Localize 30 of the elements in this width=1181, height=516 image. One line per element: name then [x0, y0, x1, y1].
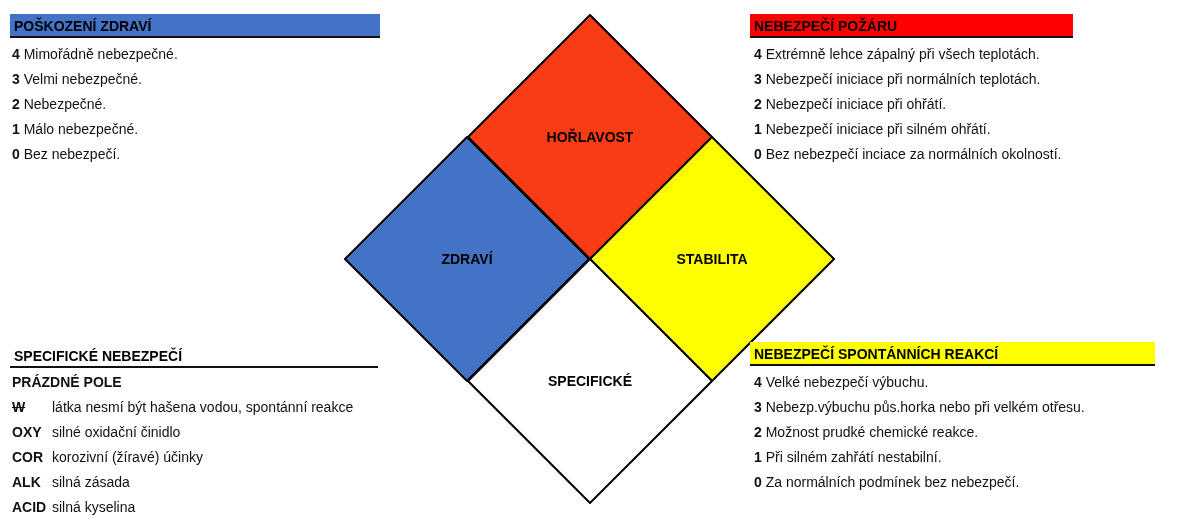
hazard-code: ALK — [12, 473, 41, 491]
rating-description: 1 Málo nebezpečné. — [12, 120, 139, 138]
rating-description: 0 Bez nebezpečí inciace za normálních okolností. — [754, 145, 1062, 163]
hazard-code: ACID — [12, 498, 47, 516]
rating-description: 2 Nebezpečí iniciace při ohřátí. — [754, 95, 947, 113]
rating-description: 4 Extrémně lehce zápalný při všech teplotách. — [754, 45, 1040, 63]
rating-description: 1 Nebezpečí iniciace při silném ohřátí. — [754, 120, 991, 138]
rating-description: 3 Nebezp.výbuchu půs.horka nebo při velkém otřesu. — [754, 398, 1085, 416]
code-description: korozivní (žíravé) účinky — [52, 448, 203, 466]
rating-description: 3 Velmi nebezpečné. — [12, 70, 142, 88]
rating-description: 4 Mimořádně nebezpečné. — [12, 45, 178, 63]
hazard-code: OXY — [12, 423, 42, 441]
code-description: silná zásada — [52, 473, 130, 491]
section-header: NEBEZPEČÍ POŽÁRU — [750, 14, 1073, 38]
section-header: POŠKOZENÍ ZDRAVÍ — [10, 14, 380, 38]
rating-description: 0 Za normálních podmínek bez nebezpečí. — [754, 473, 1020, 491]
rating-description: 2 Možnost prudké chemické reakce. — [754, 423, 979, 441]
hazard-code: W — [12, 398, 26, 416]
rating-description: 3 Nebezpečí iniciace při normálních teplotách. — [754, 70, 1041, 88]
rating-description: 2 Nebezpečné. — [12, 95, 107, 113]
section-header: NEBEZPEČÍ SPONTÁNNÍCH REAKCÍ — [750, 342, 1155, 366]
hazard-code: COR — [12, 448, 44, 466]
field-note: PRÁZDNÉ POLE — [12, 373, 122, 391]
code-description: silná kyselina — [52, 498, 136, 516]
code-description: látka nesmí být hašena vodou, spontánní reakce — [52, 398, 354, 416]
rating-description: 1 Při silném zahřátí nestabilní. — [754, 448, 942, 466]
code-description: silné oxidační činidlo — [52, 423, 181, 441]
rating-description: 4 Velké nebezpečí výbuchu. — [754, 373, 929, 391]
rating-description: 0 Bez nebezpečí. — [12, 145, 121, 163]
section-header: SPECIFICKÉ NEBEZPEČÍ — [10, 344, 378, 368]
